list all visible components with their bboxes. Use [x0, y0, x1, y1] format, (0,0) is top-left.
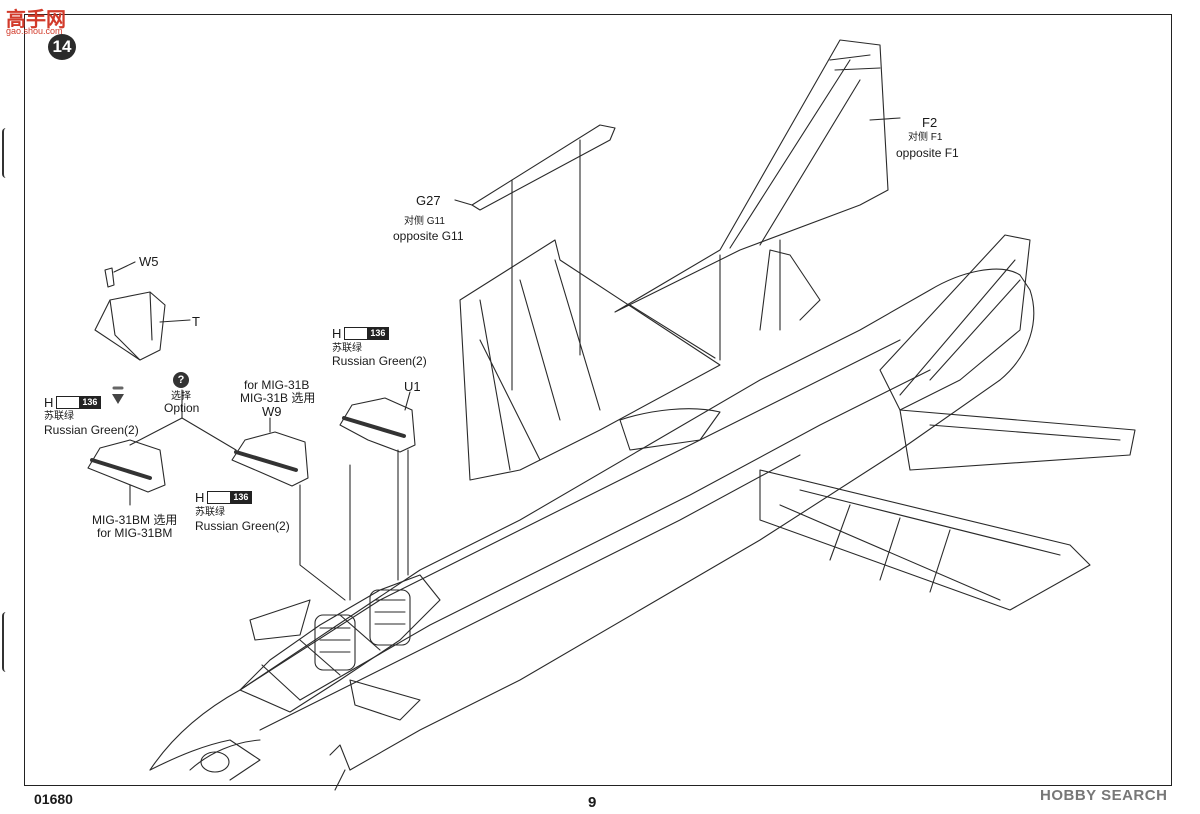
fin-right-attached: [879, 234, 1031, 411]
label-u1: U1: [404, 379, 421, 394]
paint-code: 136: [367, 328, 389, 339]
stabilizer-starboard: [899, 409, 1136, 471]
cockpit-tub-w9: [231, 431, 309, 487]
leader-line: [511, 139, 781, 391]
nose-cone: [149, 739, 261, 781]
paint-code: 136: [79, 397, 101, 408]
label-f2-en: opposite F1: [896, 146, 959, 160]
label-option-cn: 选择: [171, 391, 191, 402]
cockpit-tub-mig31bm: [87, 439, 166, 493]
paint-code: 136: [230, 492, 252, 503]
page-frame: [24, 14, 1172, 786]
label-mig31bm-en: for MIG-31BM: [97, 526, 173, 540]
site-logo: 高手网: [6, 7, 66, 31]
label-g27-cn: 对侧 G11: [404, 216, 445, 227]
paint-name-cn: 苏联绿: [195, 507, 225, 518]
paint-ref-w9: H 136: [195, 490, 253, 505]
paint-name-cn: 苏联绿: [44, 411, 74, 422]
seat-front: [314, 614, 356, 671]
strip-g27: [471, 124, 616, 211]
label-g27: G27: [416, 193, 441, 208]
watermark-text: HOBBY SEARCH: [1040, 787, 1168, 804]
seat-rear: [369, 589, 411, 646]
canopy-frame: [239, 574, 441, 713]
scan-mark: [2, 128, 12, 178]
paint-chip: 136: [56, 396, 102, 409]
page-number: 9: [588, 794, 597, 811]
label-w5: W5: [139, 254, 159, 269]
question-mark-icon: ?: [173, 372, 189, 388]
label-t: T: [192, 314, 200, 329]
document-number: 01680: [34, 791, 73, 807]
wing-port: [459, 239, 721, 481]
paint-letter: H: [195, 490, 205, 505]
label-w9: W9: [262, 404, 282, 419]
paint-ref-u1: H 136: [332, 326, 390, 341]
label-mig31b-cn: MIG-31B 选用: [240, 391, 316, 405]
label-mig31bm-cn: MIG-31BM 选用: [92, 513, 178, 527]
paint-name-en: Russian Green(2): [332, 354, 427, 368]
paint-letter: H: [332, 326, 342, 341]
label-mig31b-en: for MIG-31B: [244, 378, 310, 392]
scan-mark: [2, 612, 12, 672]
cockpit-tub-u1: [339, 397, 416, 453]
arrow-down-icon: [112, 394, 124, 404]
paint-ref-mig31bm: H 136: [44, 395, 102, 410]
label-f2-cn: 对侧 F1: [908, 132, 943, 143]
paint-letter: H: [44, 395, 54, 410]
paint-name-en: Russian Green(2): [44, 423, 139, 437]
fuselage-outline: [149, 268, 1035, 771]
fuselage-spine: [239, 339, 901, 691]
tail-fin-f2: [614, 39, 889, 313]
paint-chip: 136: [207, 491, 253, 504]
part-w5: [104, 267, 115, 288]
paint-name-cn: 苏联绿: [332, 343, 362, 354]
label-f2: F2: [922, 115, 938, 130]
wing-starboard: [759, 469, 1091, 611]
step-number-badge: 14: [48, 34, 76, 60]
label-g27-en: opposite G11: [393, 229, 464, 243]
label-option-en: Option: [164, 401, 200, 415]
site-logo-subtext: gao.shou.com: [6, 26, 63, 36]
paint-name-en: Russian Green(2): [195, 519, 290, 533]
paint-chip: 136: [344, 327, 390, 340]
